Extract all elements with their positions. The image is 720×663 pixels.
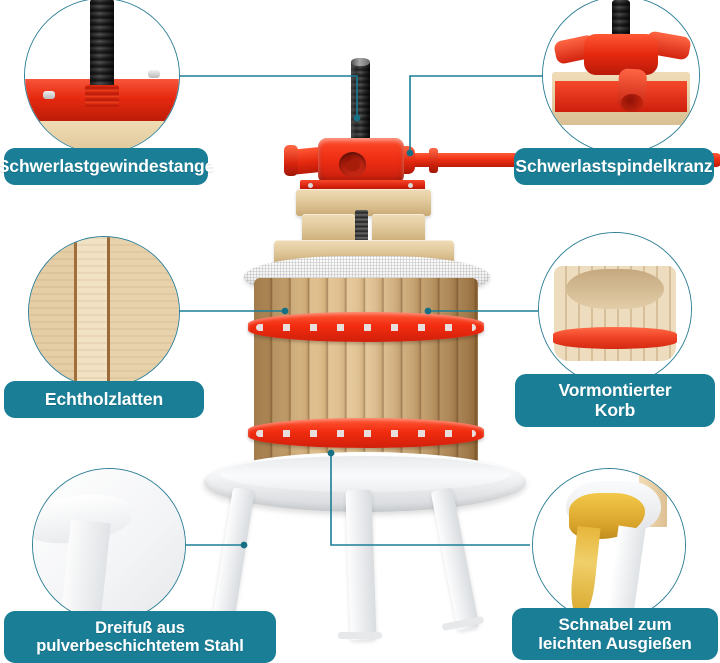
callout-circle-tripod [32, 468, 186, 622]
hoop-rivets-upper [256, 324, 476, 331]
label-basket[interactable]: Vormontierter Korb [515, 374, 715, 427]
handle-ring [429, 148, 438, 173]
detail-spindle-crown [543, 0, 699, 153]
detail-threaded-rod [25, 0, 179, 153]
tripod-leg-right [430, 487, 480, 631]
detail-basket [539, 233, 691, 385]
detail-screw-thread [89, 0, 115, 95]
label-spindle-crown[interactable]: Schwerlastspindelkranz [514, 148, 714, 185]
label-thread-rod[interactable]: Schwerlastgewindestange [0, 148, 214, 185]
callout-circle-spindle-crown [542, 0, 700, 154]
label-text-spout-line1: Schnabel zum [558, 614, 672, 634]
detail-red-collar [85, 85, 119, 107]
threaded-rod-lower [355, 210, 368, 248]
detail-tripod [33, 469, 185, 621]
metal-hoop-upper [248, 312, 484, 342]
press-board-mid-right [372, 214, 425, 244]
tripod-leg-left [211, 487, 255, 629]
basket-shading [254, 278, 478, 478]
label-text-spindle-crown: Schwerlastspindelkranz [515, 155, 713, 176]
label-spout[interactable]: Schnabel zum leichten Ausgießen [512, 608, 718, 660]
tripod-foot-center [338, 632, 382, 639]
label-text-thread-rod: Schwerlastgewindestange [0, 155, 215, 176]
detail-crown-socket [621, 93, 643, 113]
detail-bolt-right [148, 69, 161, 78]
detail-spout [533, 469, 685, 621]
detail-juice-stream [567, 525, 600, 616]
label-text-wood-slats: Echtholzlatten [44, 388, 164, 409]
press-board-mid-left [302, 214, 355, 244]
callout-circle-basket [538, 232, 692, 386]
detail-crown-body [583, 34, 659, 75]
detail-basket-hoop [552, 327, 678, 349]
hoop-rivets-lower [256, 430, 476, 437]
spindle-crown-socket-inner [346, 159, 360, 171]
detail-leg [61, 518, 111, 617]
label-text-tripod-line1: Dreifuß aus [95, 618, 185, 637]
spindle-arm-left-cap [284, 145, 298, 176]
detail-wood-slats [29, 237, 179, 387]
label-text-spout-line2: leichten Ausgießen [538, 634, 692, 653]
product-image-fruit-press [196, 58, 720, 641]
label-wood-slats[interactable]: Echtholzlatten [4, 381, 204, 418]
threaded-rod-cap [351, 58, 370, 66]
label-text-basket-line2: Korb [594, 399, 636, 420]
metal-hoop-lower [248, 418, 484, 448]
label-text-basket-line1: Vormontierter [558, 379, 672, 400]
wooden-basket [254, 278, 478, 478]
callout-circle-thread-rod [24, 0, 180, 154]
tripod-leg-center [345, 489, 377, 641]
detail-bolt-left [43, 91, 56, 100]
callout-circle-wood-slats [28, 236, 180, 388]
callout-circle-spout [532, 468, 686, 622]
detail-wood-board [25, 120, 179, 153]
collection-tray-lip [220, 456, 510, 492]
red-pressure-plate [300, 180, 425, 191]
label-tripod[interactable]: Dreifuß aus pulverbeschichtetem Stahl [4, 611, 276, 663]
threaded-rod [351, 60, 370, 148]
label-text-tripod-line2: pulverbeschichtetem Stahl [36, 637, 244, 655]
detail-basket-interior [566, 269, 664, 309]
